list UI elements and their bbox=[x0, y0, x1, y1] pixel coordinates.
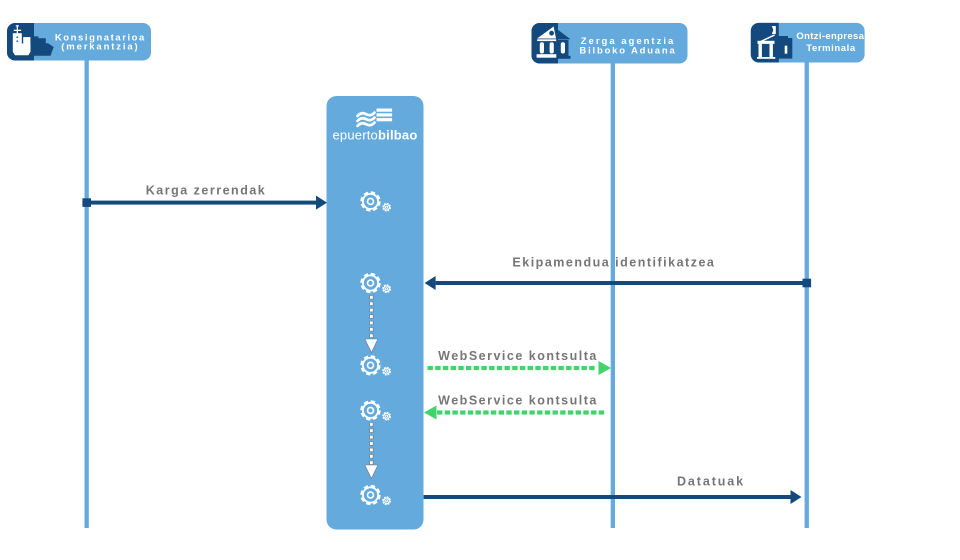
svg-text:Konsignatarioa: Konsignatarioa bbox=[55, 33, 146, 44]
svg-text:Ontzi-enpresa: Ontzi-enpresa bbox=[796, 31, 864, 42]
svg-text:WebService kontsulta: WebService kontsulta bbox=[438, 394, 598, 408]
svg-text:Zerga agentzia: Zerga agentzia bbox=[581, 36, 676, 47]
svg-text:Datatuak: Datatuak bbox=[677, 475, 745, 489]
svg-text:Karga zerrendak: Karga zerrendak bbox=[146, 184, 266, 198]
svg-text:epuertobilbao: epuertobilbao bbox=[333, 128, 418, 143]
svg-text:Ekipamendua identifikatzea: Ekipamendua identifikatzea bbox=[512, 256, 715, 270]
svg-text:Bilboko Aduana: Bilboko Aduana bbox=[579, 46, 676, 57]
svg-text:Terminala: Terminala bbox=[806, 43, 856, 54]
svg-text:(merkantzia): (merkantzia) bbox=[61, 42, 139, 53]
svg-text:WebService kontsulta: WebService kontsulta bbox=[438, 349, 598, 363]
